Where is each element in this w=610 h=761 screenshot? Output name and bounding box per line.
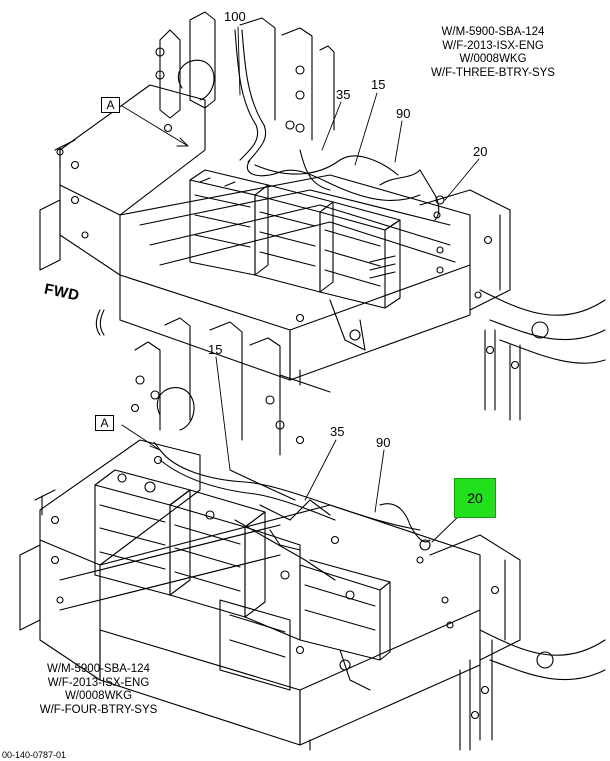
right-rail [479,289,606,421]
bottom-note-line: W/0008WKG [64,690,133,702]
bottom-note-line: W/M-5900-SBA-124 [47,663,150,675]
highlighted-callout-20[interactable]: 20 [454,478,496,518]
leader-lines [121,26,480,543]
callout-100: 100 [224,9,246,24]
top-note-line: W/F-2013-ISX-ENG [442,39,544,52]
view-a-top-leader [121,105,189,147]
lower-right-rail [459,629,606,751]
callout-15-bottom: 15 [208,342,223,357]
callout-90-bottom: 90 [376,435,391,450]
top-note-line: W/0008WKG [459,53,527,65]
view-a-bottom-leader [121,424,161,451]
top-assembly [39,11,511,393]
bottom-note-line: W/F-2013-ISX-ENG [47,676,150,689]
bottom-battery-4 [299,535,391,661]
top-battery-1 [189,169,269,276]
callout-15-top: 15 [371,77,386,92]
top-note-line: W/M-5900-SBA-124 [441,26,545,38]
view-a-top-box: A [101,97,120,113]
callout-90-top: 90 [396,106,411,121]
view-a-bottom-box: A [95,415,114,431]
callout-20-top: 20 [473,144,488,159]
top-battery-3 [319,201,401,309]
bottom-battery-2 [169,489,266,618]
drawing-number: 00-140-0787-01 [2,750,67,760]
top-note-line: W/F-THREE-BTRY-SYS [431,66,555,79]
callout-35-bottom: 35 [330,424,345,439]
bottom-battery-3 [219,526,301,691]
fwd-arrow-icon-2 [99,309,105,336]
bottom-notes: W/M-5900-SBA-124 W/F-2013-ISX-ENG W/0008… [16,663,181,717]
fwd-arrow-icon [95,309,101,336]
callout-35-top: 35 [336,87,351,102]
bottom-note-line: W/F-FOUR-BTRY-SYS [39,703,158,716]
top-notes: W/M-5900-SBA-124 W/F-2013-ISX-ENG W/0008… [418,26,568,80]
